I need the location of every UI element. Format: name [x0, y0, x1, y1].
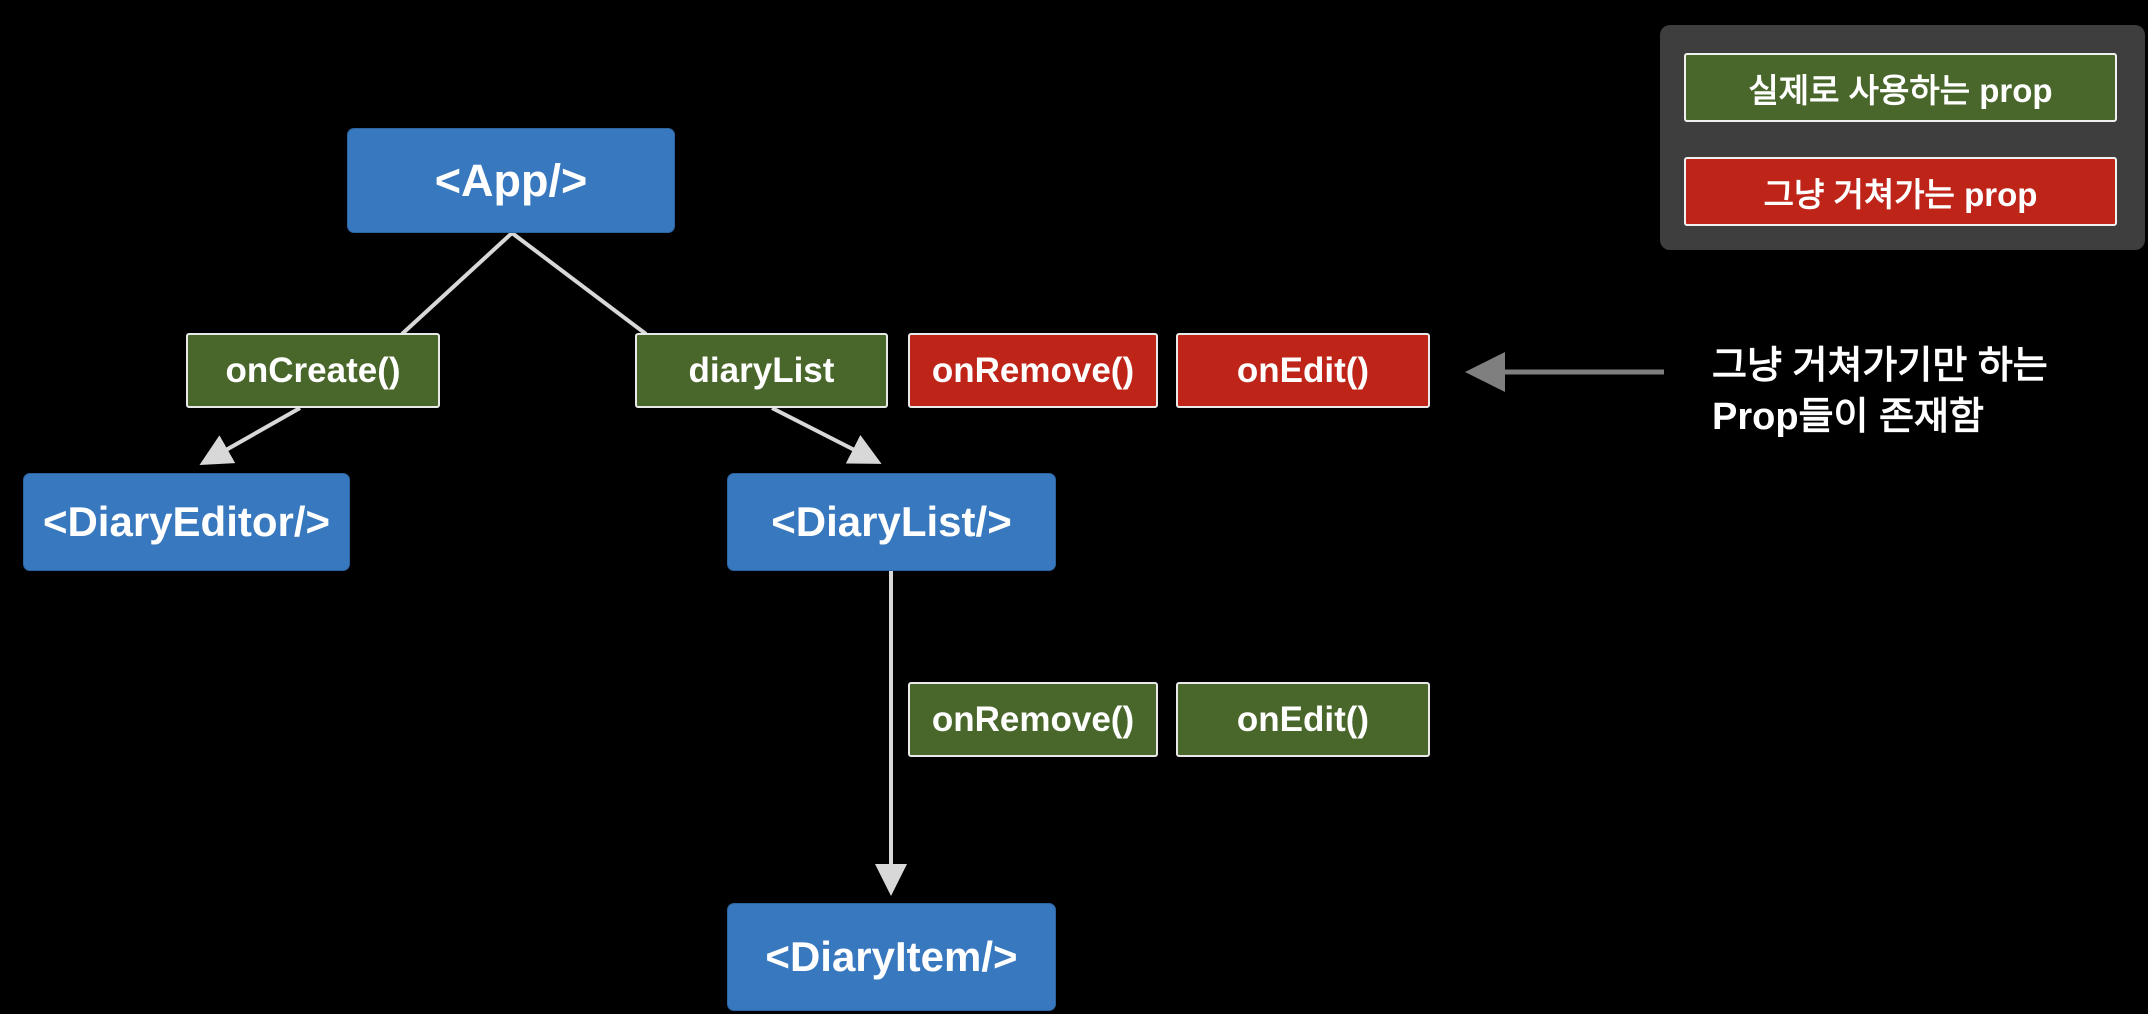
prop-oncreate: onCreate()	[186, 333, 440, 408]
prop-diarylist: diaryList	[635, 333, 888, 408]
prop-onremove-passthrough: onRemove()	[908, 333, 1158, 408]
connector-app-to-diarylist-prop	[510, 231, 648, 336]
legend-item-used-prop: 실제로 사용하는 prop	[1684, 53, 2117, 122]
annotation: 그냥 거쳐가기만 하는 Prop들이 존재함	[1712, 341, 2048, 442]
node-diaryitem-component: <DiaryItem/>	[727, 903, 1056, 1011]
arrow-oncreate-to-diaryeditor	[199, 406, 301, 465]
arrow-diarylist-prop-to-diarylist	[771, 406, 882, 464]
node-diaryeditor-component: <DiaryEditor/>	[23, 473, 350, 571]
node-app-component: <App/>	[347, 128, 675, 233]
legend: 실제로 사용하는 prop 그냥 거쳐가는 prop	[1660, 25, 2145, 250]
annotation-line-2: Prop들이 존재함	[1712, 395, 1984, 438]
prop-onedit-passthrough: onEdit()	[1176, 333, 1430, 408]
annotation-line-1: 그냥 거쳐가기만 하는	[1712, 345, 2048, 387]
node-diarylist-component: <DiaryList/>	[727, 473, 1056, 571]
prop-onremove-used: onRemove()	[908, 682, 1158, 757]
connector-app-to-oncreate	[400, 231, 514, 336]
legend-item-passthrough-prop: 그냥 거쳐가는 prop	[1684, 157, 2117, 226]
prop-onedit-used: onEdit()	[1176, 682, 1430, 757]
